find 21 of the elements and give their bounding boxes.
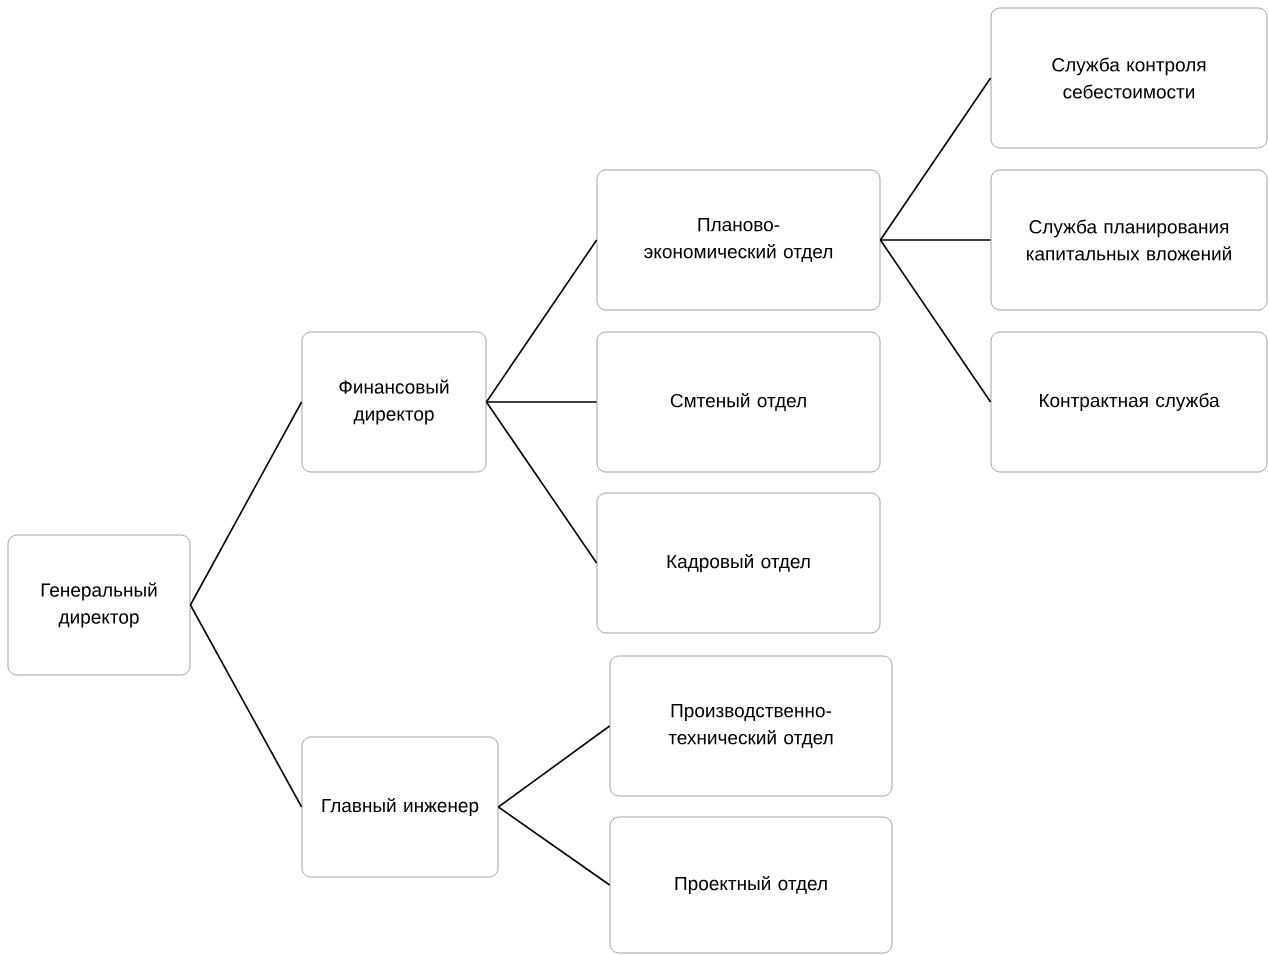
org-box: Контрактная служба: [990, 331, 1268, 473]
connector-line: [497, 725, 611, 808]
org-box: Генеральный директор: [7, 534, 191, 676]
connector-line: [497, 806, 611, 886]
connector-line: [485, 239, 598, 403]
connector-line: [189, 401, 303, 606]
connector-line: [485, 401, 598, 403]
org-box: Производственно-технический отдел: [609, 655, 893, 797]
org-box: Главный инженер: [301, 736, 499, 878]
org-box: Служба контроля себестоимости: [990, 7, 1268, 149]
org-box: Финансовый директор: [301, 331, 487, 473]
connector-line: [879, 239, 992, 241]
org-box: Служба планирования капитальных вложений: [990, 169, 1268, 311]
org-box: Смтеный отдел: [596, 331, 881, 473]
org-box: Планово-экономический отдел: [596, 169, 881, 311]
org-box: Кадровый отдел: [596, 492, 881, 634]
connector-line: [879, 239, 992, 403]
org-box: Проектный отдел: [609, 816, 893, 954]
connector-line: [485, 401, 598, 564]
connector-line: [879, 77, 992, 241]
connector-line: [189, 604, 303, 808]
